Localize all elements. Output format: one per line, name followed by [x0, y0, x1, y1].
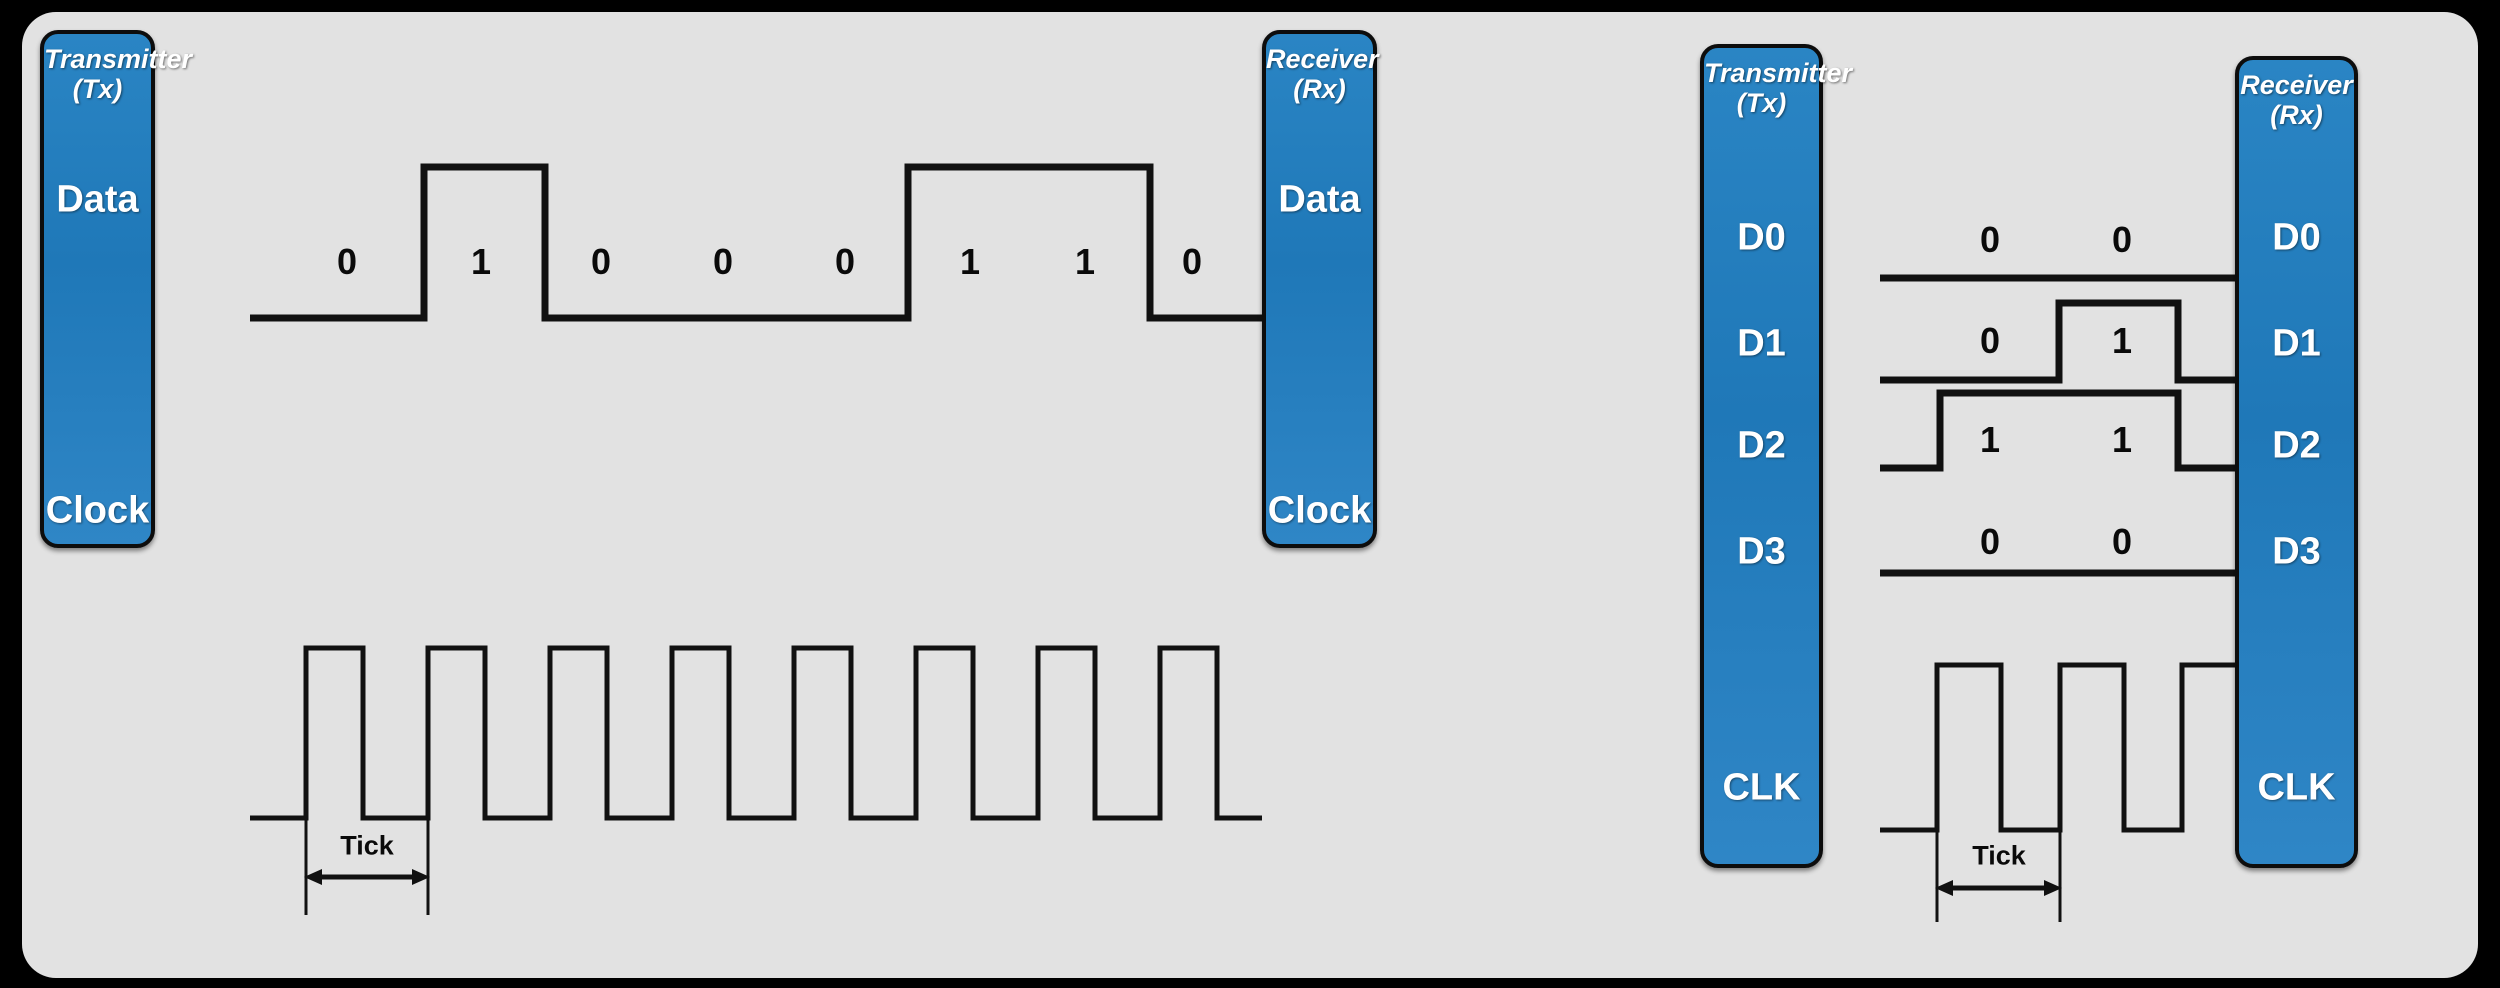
parallel-d1-waveform [1880, 299, 2235, 384]
serial-bit-7: 0 [1181, 241, 1203, 282]
serial-transmitter-role-line1: Transmitter [44, 44, 193, 74]
serial-transmitter-pin-data: Data [56, 178, 139, 221]
parallel-receiver-pin-d3: D3 [2272, 530, 2321, 573]
parallel-transmitter-node[interactable]: Transmitter (Tx) D0 D1 D2 D3 CLK [1700, 44, 1852, 868]
parallel-clk-waveform [1880, 662, 2235, 833]
parallel-receiver-role-line2: (Rx) [2270, 100, 2323, 131]
serial-transmitter-pin-clock: Clock [45, 489, 150, 532]
serial-transmitter-role: Transmitter (Tx) [44, 44, 192, 105]
serial-bit-5: 1 [959, 241, 981, 282]
parallel-d3-bit-1: 0 [2111, 521, 2133, 562]
serial-receiver-role-line1: Receiver [1266, 44, 1379, 74]
serial-tick-label: Tick [340, 830, 394, 861]
parallel-transmitter-role: Transmitter (Tx) [1704, 58, 1852, 119]
serial-receiver-node[interactable]: Receiver (Rx) Data Clock [1262, 30, 1379, 548]
serial-bit-3: 0 [712, 241, 734, 282]
serial-data-waveform [250, 163, 1262, 322]
serial-bit-2: 0 [590, 241, 612, 282]
parallel-d2-bit-1: 1 [2111, 419, 2133, 460]
parallel-transmitter-pin-d1: D1 [1737, 322, 1786, 365]
parallel-receiver-pin-clk: CLK [2257, 766, 2336, 809]
parallel-receiver-pin-d2: D2 [2272, 424, 2321, 467]
serial-transmitter-role-line2: (Tx) [72, 74, 123, 105]
parallel-receiver-node[interactable]: Receiver (Rx) D0 D1 D2 D3 CLK [2235, 56, 2358, 868]
parallel-tick-label: Tick [1972, 840, 2026, 871]
parallel-d0-bit-0: 0 [1979, 219, 2001, 260]
serial-receiver-role-line2: (Rx) [1293, 74, 1346, 105]
parallel-transmitter-pin-d0: D0 [1737, 216, 1786, 259]
parallel-receiver-role: Receiver (Rx) [2239, 70, 2354, 130]
serial-receiver-role: Receiver (Rx) [1266, 44, 1379, 105]
serial-receiver-pin-data: Data [1278, 178, 1361, 221]
parallel-d3-bit-0: 0 [1979, 521, 2001, 562]
parallel-d1-bit-0: 0 [1979, 320, 2001, 361]
parallel-receiver-pin-d0: D0 [2272, 216, 2321, 259]
serial-bit-1: 1 [470, 241, 492, 282]
parallel-transmitter-pin-clk: CLK [1722, 766, 1801, 809]
parallel-transmitter-role-line1: Transmitter [1704, 58, 1853, 88]
parallel-d1-bit-1: 1 [2111, 320, 2133, 361]
parallel-tick-marker [1935, 830, 2062, 922]
serial-bit-4: 0 [834, 241, 856, 282]
serial-transmitter-node[interactable]: Transmitter (Tx) Data Clock [40, 30, 192, 548]
parallel-receiver-role-line1: Receiver [2240, 70, 2353, 100]
parallel-d0-bit-1: 0 [2111, 219, 2133, 260]
parallel-d2-waveform [1880, 389, 2235, 472]
parallel-transmitter-role-line2: (Tx) [1736, 88, 1787, 119]
parallel-transmitter-pin-d2: D2 [1737, 424, 1786, 467]
parallel-transmitter-pin-d3: D3 [1737, 530, 1786, 573]
serial-clock-waveform [250, 645, 1262, 821]
parallel-d2-bit-0: 1 [1979, 419, 2001, 460]
serial-bit-6: 1 [1074, 241, 1096, 282]
serial-tick-marker [304, 818, 430, 915]
serial-receiver-pin-clock: Clock [1267, 489, 1372, 532]
serial-bit-0: 0 [336, 241, 358, 282]
parallel-receiver-pin-d1: D1 [2272, 322, 2321, 365]
